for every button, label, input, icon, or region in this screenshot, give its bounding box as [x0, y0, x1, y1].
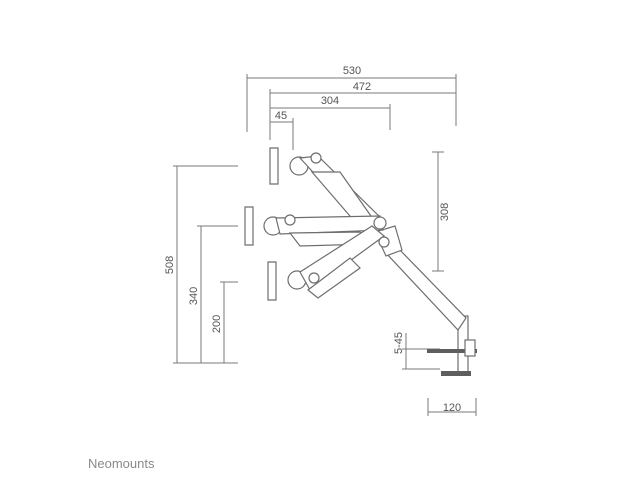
dim-530-label: 530: [343, 65, 361, 77]
dim-308: 308: [432, 151, 451, 272]
dim-200: 200: [211, 281, 238, 363]
dim-45: 45: [270, 110, 294, 150]
dim-508: 508: [164, 165, 238, 364]
dim-472: 472: [269, 81, 456, 140]
dim-340-label: 340: [188, 287, 200, 305]
desk-clamp: [427, 315, 477, 376]
dim-120: 120: [427, 398, 477, 416]
dim-120-label: 120: [443, 402, 461, 414]
dim-340: 340: [188, 225, 238, 363]
dim-472-label: 472: [353, 81, 371, 93]
dim-5-45-label: 5-45: [393, 332, 405, 354]
dim-530: 530: [246, 65, 457, 132]
dim-304-label: 304: [321, 95, 339, 107]
lower-joint: [378, 236, 390, 248]
dim-45-label: 45: [275, 110, 287, 122]
monitor-plate-bottom: [267, 225, 385, 301]
dim-200-label: 200: [211, 315, 223, 333]
monitor-plate-top: [269, 147, 386, 235]
dim-304: 304: [270, 95, 391, 130]
dim-308-label: 308: [439, 203, 451, 221]
elbow-joint: [373, 216, 387, 230]
brand-logo-text: Neomounts: [88, 456, 155, 471]
dim-508-label: 508: [164, 256, 176, 274]
